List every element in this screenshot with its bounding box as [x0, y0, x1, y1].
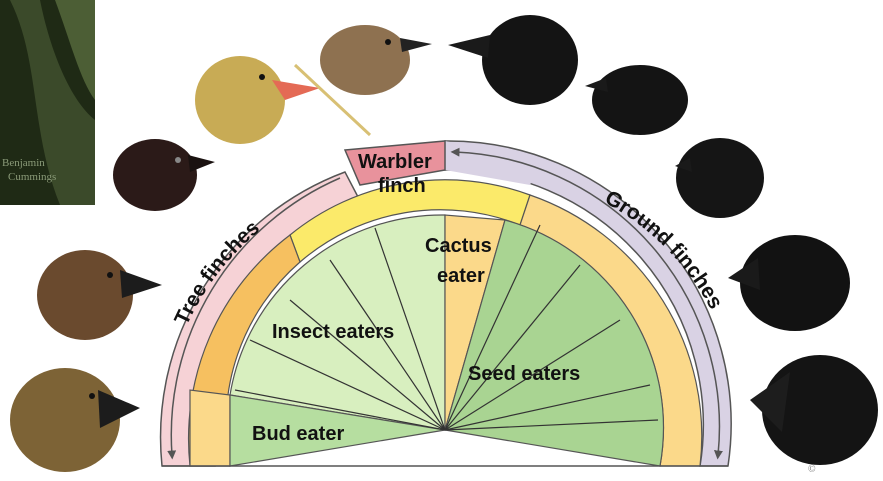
seed-eaters-label: Seed eaters: [468, 363, 580, 385]
finch-head-black-2-icon: [585, 65, 688, 135]
tree-orange-band-lower: [190, 390, 230, 466]
finch-head-brown-medium-beak-icon: [37, 250, 162, 340]
bud-eater-label: Bud eater: [252, 423, 344, 445]
book-cover-photo: Benjamin Cummings: [0, 0, 95, 205]
finch-head-dark-small-beak-icon: [113, 139, 215, 211]
photo-caption-line2: Cummings: [8, 171, 56, 183]
finch-head-brown-warbler-icon: [320, 25, 432, 95]
finch-head-black-4-icon: [728, 235, 850, 331]
warbler-label-line1: Warbler: [358, 151, 432, 173]
finch-head-black-large-beak-icon: [750, 355, 878, 465]
copyright-mark: ©: [808, 464, 816, 475]
cactus-label-line2: eater: [437, 265, 485, 287]
cactus-label-line1: Cactus: [425, 235, 492, 257]
finch-head-brown-large-beak-icon: [10, 368, 140, 472]
photo-caption-line1: Benjamin: [2, 157, 45, 169]
finch-head-black-1-icon: [448, 15, 578, 105]
insect-eaters-label: Insect eaters: [272, 321, 394, 343]
warbler-label-line2: finch: [378, 175, 426, 197]
finch-head-black-3-icon: [675, 138, 764, 218]
